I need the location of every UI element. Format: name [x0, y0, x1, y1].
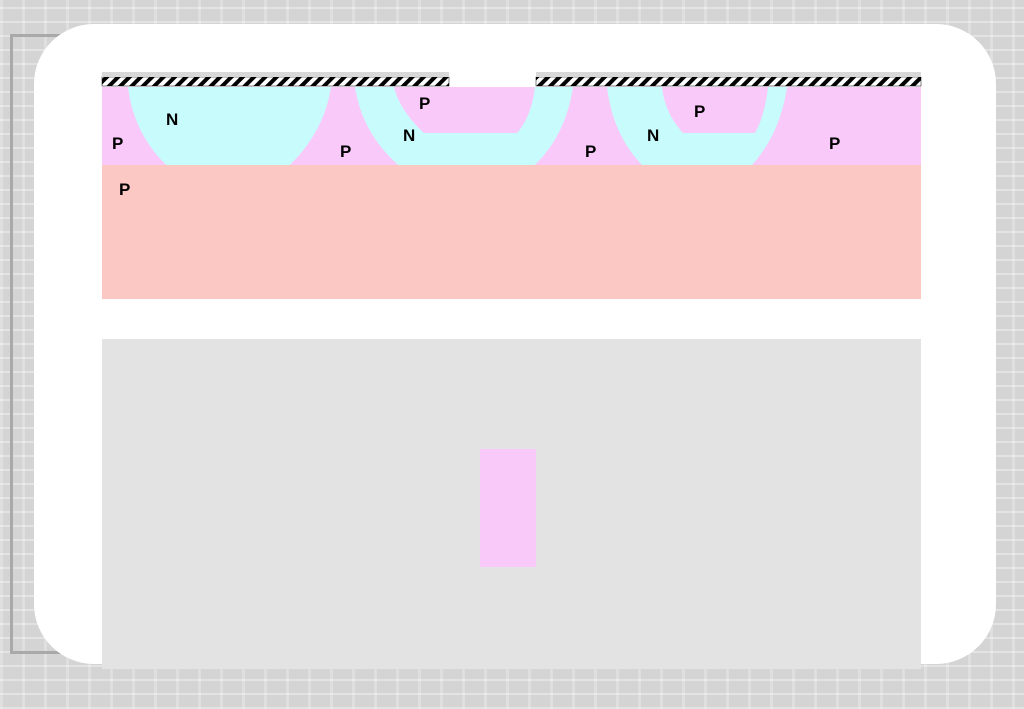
inset-p-bar [480, 449, 536, 567]
label-n-well-left: N [166, 110, 179, 129]
n-well-left [128, 87, 331, 165]
label-p-top-right: P [694, 102, 706, 121]
p-pocket-middle [394, 87, 535, 133]
oxide-top-edge-right [536, 72, 921, 77]
label-p-substrate: P [119, 180, 131, 199]
label-p-between-1: P [340, 142, 352, 161]
inset-panel [102, 339, 921, 669]
label-p-right: P [829, 134, 841, 153]
label-p-between-2: P [585, 142, 597, 161]
oxide-strip-left [101, 76, 450, 87]
label-p-left: P [112, 134, 124, 153]
p-pocket-right [662, 87, 768, 133]
p-substrate-region [102, 165, 921, 299]
label-p-top-mid: P [419, 94, 431, 113]
oxide-strip-right [535, 76, 922, 87]
oxide-top-edge-left [102, 72, 449, 77]
label-n-ring-right: N [647, 126, 660, 145]
label-n-ring-mid: N [403, 126, 416, 145]
